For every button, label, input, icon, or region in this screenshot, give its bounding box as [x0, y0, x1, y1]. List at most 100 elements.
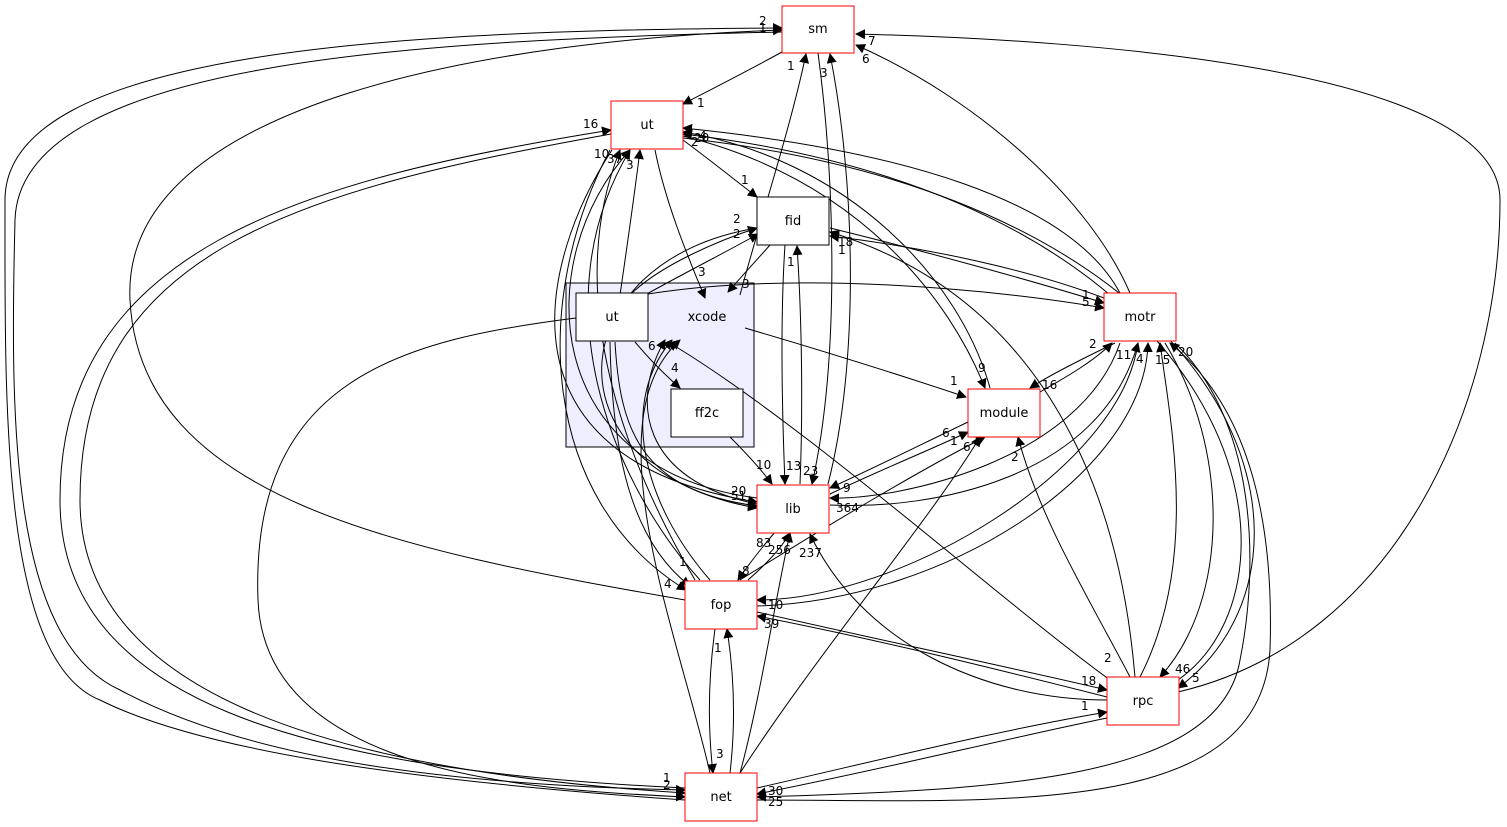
edge-label: 25: [768, 795, 783, 809]
edge-lib-to-motr: [829, 342, 1141, 506]
edge-label: 1: [679, 555, 687, 569]
node-sm-label: sm: [808, 22, 827, 37]
edge-rpc-to-ut: [682, 130, 1242, 681]
edge-net-to-lib: [739, 532, 793, 774]
edge-label: 5: [1192, 671, 1200, 685]
edge-net-to-motr: [756, 342, 1271, 802]
node-net[interactable]: net: [684, 772, 758, 822]
edge-motr-to-rpc: [1159, 342, 1214, 678]
edge-label: 1: [838, 243, 846, 257]
edge-fop-to-motr: [756, 342, 1153, 607]
edge-label: 23: [803, 464, 818, 478]
node-fop[interactable]: fop: [684, 580, 758, 630]
edge-ut-to-module: [682, 135, 987, 389]
edge-ut-inner-to-motr: [647, 282, 1105, 312]
node-ff2c[interactable]: ff2c: [670, 388, 744, 438]
node-xcode-ut-label: ut: [605, 310, 618, 325]
edge-ut-inner-to-lib: [614, 341, 758, 510]
edge-label: 16: [1042, 378, 1057, 392]
edge-label: 18: [1081, 674, 1096, 688]
node-rpc-label: rpc: [1133, 694, 1154, 709]
node-ut-label: ut: [640, 118, 653, 133]
edge-label: 4: [699, 129, 707, 143]
edge-fid-to-lib: [779, 244, 790, 485]
edge-fop-to-ut-2: [587, 149, 701, 581]
node-ff2c-label: ff2c: [695, 406, 719, 421]
edge-label: 15: [1155, 353, 1170, 367]
edge-label: 1: [1082, 288, 1090, 302]
edge-net-to-fop: [723, 628, 734, 774]
edge-label: 8: [742, 564, 750, 578]
edge-ut-to-fid: [682, 139, 758, 198]
edge-fop-to-sm: [129, 25, 783, 601]
node-xcode-ut[interactable]: ut: [575, 292, 649, 342]
node-lib[interactable]: lib: [756, 484, 830, 534]
edge-label: 2: [759, 14, 767, 28]
edges: [4, 23, 1501, 802]
node-module[interactable]: module: [967, 388, 1041, 438]
edge-labels: 2 1 7 6 1 3 1 16 10 37 3 20 4 2 1 2 2 1 …: [583, 14, 1200, 809]
cluster-xcode-label: xcode: [688, 310, 727, 325]
edge-ut-to-xcode: [654, 149, 707, 299]
edge-label: 5: [1082, 295, 1090, 309]
edge-fop-to-rpc: [756, 611, 1108, 693]
edge-module-to-ut: [682, 128, 991, 389]
edge-rpc-to-fop: [756, 612, 1108, 698]
edge-label: 10: [756, 458, 771, 472]
edge-label: 46: [1175, 662, 1190, 676]
edge-sm-to-lib: [809, 52, 833, 485]
node-motr[interactable]: motr: [1103, 292, 1177, 342]
edge-ut-inner-to-ff2c: [634, 341, 681, 389]
edge-label: 51: [731, 489, 746, 503]
edge-ut-inner-to-fid-2: [644, 233, 759, 296]
node-module-label: module: [980, 406, 1029, 421]
edge-fop-to-module: [739, 436, 986, 581]
edge-fop-to-xcode: [642, 339, 711, 581]
edge-label: 3: [820, 66, 828, 80]
edge-label: 2: [733, 227, 741, 241]
edge-ff2c-to-lib: [729, 436, 773, 485]
edge-ut-inner-to-fid: [629, 226, 758, 296]
node-motr-label: motr: [1124, 310, 1156, 325]
edge-xcode-to-module: [744, 327, 967, 399]
edge-label: 6: [648, 339, 656, 353]
edge-lib-to-ut: [568, 149, 758, 499]
node-rpc[interactable]: rpc: [1106, 676, 1180, 726]
edge-label: 37: [607, 152, 622, 166]
edge-motr-to-lib: [829, 342, 1121, 504]
edge-label: 2: [691, 135, 699, 149]
node-ut[interactable]: ut: [610, 100, 684, 150]
edge-rpc-to-net: [756, 717, 1108, 798]
edge-label: 1: [787, 255, 795, 269]
edge-label: 9: [843, 481, 851, 495]
edge-label: 10: [594, 147, 609, 161]
edge-label: 10: [768, 598, 783, 612]
edge-label: 13: [786, 459, 801, 473]
edge-module-to-motr: [1039, 342, 1113, 393]
edge-label: 1: [741, 173, 749, 187]
node-fop-label: fop: [711, 598, 732, 613]
edge-label: 4: [1136, 352, 1144, 366]
node-sm[interactable]: sm: [781, 5, 855, 54]
edge-xcode-to-sm: [739, 53, 810, 296]
edge-rpc-to-xcode: [667, 341, 1111, 681]
edge-lib-to-xcode: [646, 339, 758, 505]
edge-label: 20: [731, 484, 746, 498]
edge-net-to-ut: [59, 126, 686, 789]
node-fid[interactable]: fid: [756, 196, 830, 246]
edge-fid-to-xcode: [727, 244, 771, 293]
edge-lib-to-fop: [737, 531, 776, 581]
edge-motr-to-fid: [829, 232, 1105, 299]
edge-label: 3: [698, 265, 706, 279]
edge-label: 6: [942, 426, 950, 440]
edge-sm-to-ut: [682, 51, 783, 105]
edge-net-to-sm: [4, 23, 783, 801]
edge-label: 1: [787, 59, 795, 73]
edge-label: 4: [671, 361, 679, 375]
edge-fid-to-lib-2: [601, 227, 758, 512]
edge-motr-to-net: [756, 342, 1251, 802]
edge-lib-to-fid: [792, 245, 803, 485]
edge-net-to-rpc: [756, 708, 1108, 789]
edge-label: 237: [799, 546, 822, 560]
edge-label: 20: [694, 131, 709, 145]
